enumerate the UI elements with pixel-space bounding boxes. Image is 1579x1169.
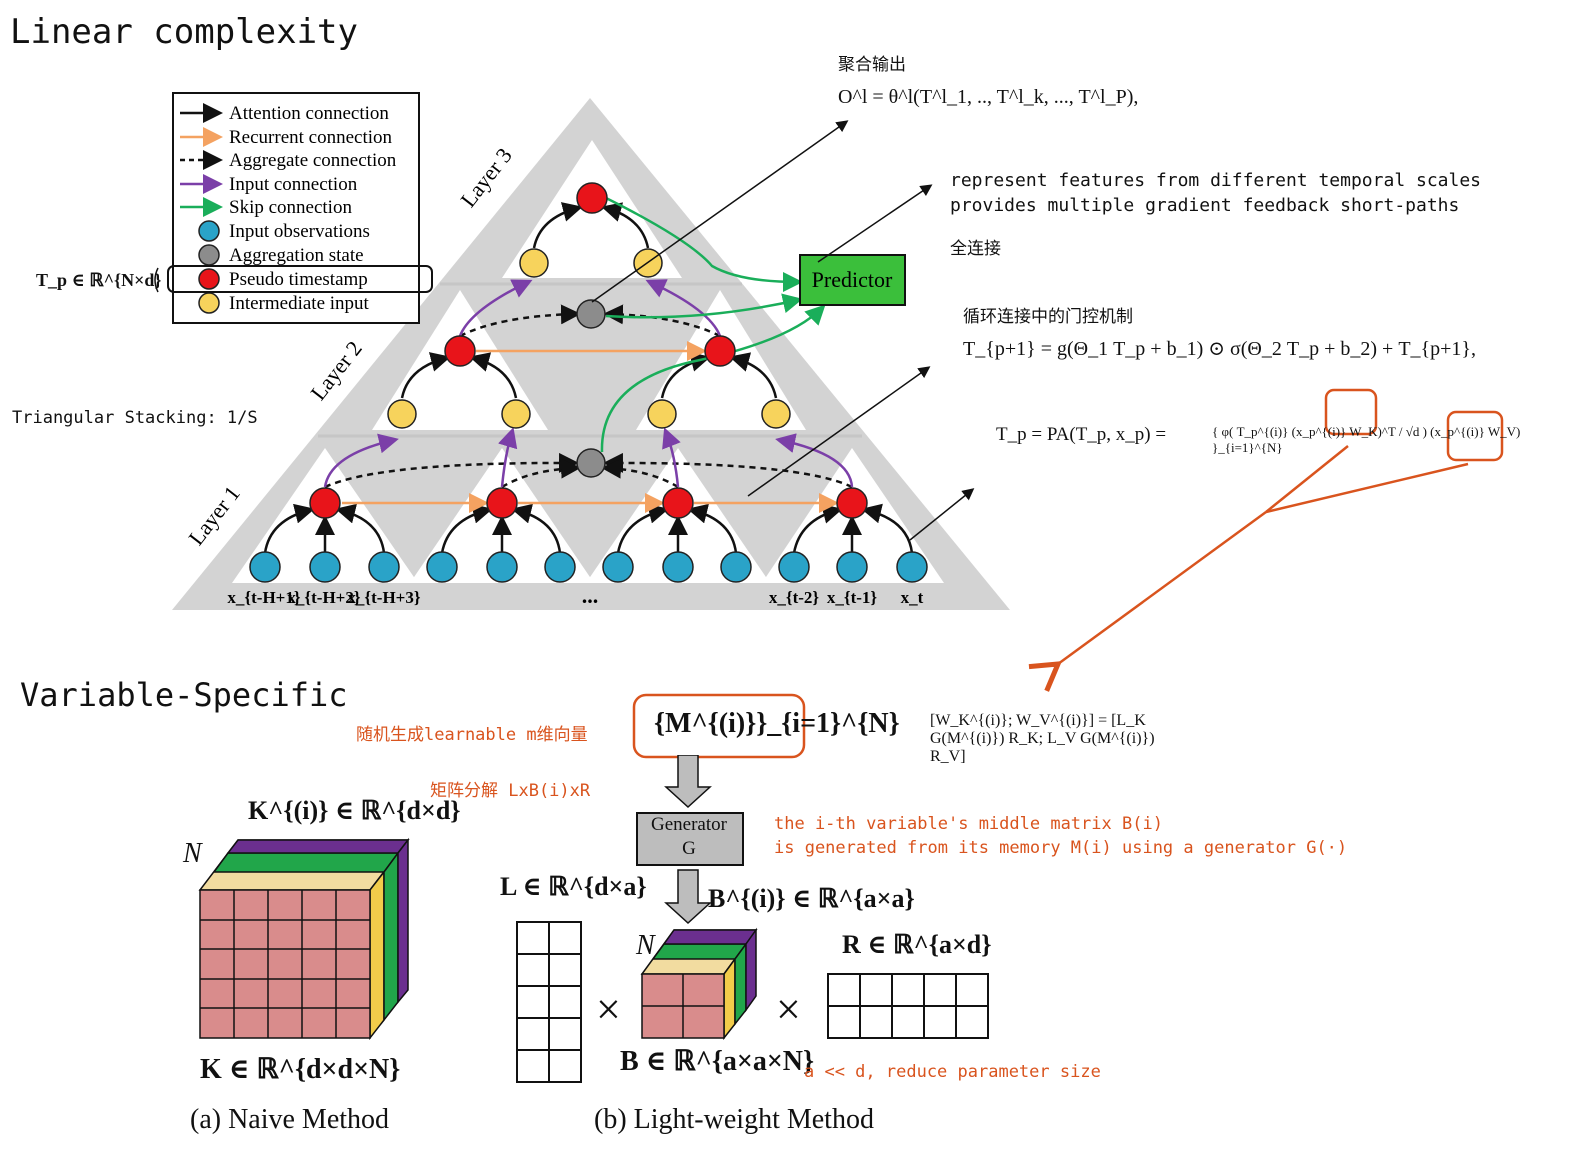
x-label: x_{t-1} bbox=[827, 588, 878, 607]
legend-label: Attention connection bbox=[229, 103, 389, 124]
attention-arrows-layer3 bbox=[532, 202, 650, 249]
naive-cube bbox=[198, 837, 410, 1041]
legend-label: Input connection bbox=[229, 174, 358, 195]
predictor-label: Predictor bbox=[812, 267, 893, 292]
pseudo-timestamp-highlight bbox=[167, 265, 433, 293]
note-gradient-paths: provides multiple gradient feedback shor… bbox=[950, 195, 1460, 216]
formula-gating: T_{p+1} = g(Θ_1 T_p + b_1) ⊙ σ(Θ_2 T_p +… bbox=[963, 338, 1477, 360]
m-highlight bbox=[632, 693, 806, 759]
b-label: B ∈ ℝ^{a×a×N} bbox=[620, 1046, 815, 1077]
input-observation-nodes bbox=[249, 551, 928, 583]
note-tp-space: T_p ∈ ℝ^{N×d} bbox=[36, 270, 162, 290]
b-i-label: B^{(i)} ∈ ℝ^{a×a} bbox=[708, 884, 915, 913]
note-random-gen: 随机生成learnable m维向量 bbox=[356, 725, 588, 745]
note-temporal-scales: represent features from different tempor… bbox=[950, 170, 1482, 191]
skip-arrows bbox=[600, 196, 826, 453]
naive-k-bottom-label: K ∈ ℝ^{d×d×N} bbox=[200, 1054, 401, 1085]
generator-flow-arrows bbox=[664, 755, 712, 925]
predictor-box bbox=[799, 254, 906, 306]
input-arrows bbox=[323, 279, 854, 488]
legend-label: Aggregate connection bbox=[229, 150, 397, 171]
legend-labels: Attention connection Recurrent connectio… bbox=[229, 103, 397, 314]
aggregate-arrows bbox=[324, 304, 853, 489]
legend-label: Pseudo timestamp bbox=[229, 269, 368, 290]
generator-g-label: G bbox=[682, 838, 696, 859]
legend-label: Input observations bbox=[229, 221, 370, 242]
b-cube bbox=[640, 927, 758, 1041]
note-triangular-stacking: Triangular Stacking: 1/S bbox=[12, 408, 258, 428]
l-matrix bbox=[516, 921, 582, 1083]
intermediate-input-nodes bbox=[387, 248, 791, 429]
x-label: x_{t-H+2} bbox=[287, 588, 360, 607]
recurrent-arrows bbox=[342, 341, 839, 513]
note-aggregate-output: 聚合输出 bbox=[838, 55, 906, 75]
legend-label: Aggregation state bbox=[229, 245, 364, 266]
naive-caption: (a) Naive Method bbox=[190, 1104, 390, 1135]
naive-k-top-label: K^{(i)} ∈ ℝ^{d×d} bbox=[248, 796, 461, 825]
note-ith-variable: the i-th variable's middle matrix B(i) bbox=[774, 814, 1163, 834]
x-label: x_t bbox=[901, 588, 924, 607]
formula-aggregate: O^l = θ^l(T^l_1, .., T^l_k, ..., T^l_P), bbox=[838, 86, 1139, 108]
naive-n-label: N bbox=[183, 838, 202, 869]
generator-label: Generator bbox=[651, 814, 727, 835]
times-2: × bbox=[776, 985, 801, 1034]
l-label: L ∈ ℝ^{d×a} bbox=[500, 872, 647, 901]
light-caption: (b) Light-weight Method bbox=[594, 1104, 874, 1135]
legend-label: Intermediate input bbox=[229, 293, 370, 314]
ellipsis: ... bbox=[582, 583, 599, 608]
orange-pointer bbox=[1028, 445, 1469, 692]
pyramid-background bbox=[172, 98, 1010, 610]
times-1: × bbox=[596, 985, 621, 1034]
aggregation-state-nodes bbox=[576, 299, 606, 478]
heading-variable-specific: Variable-Specific bbox=[20, 676, 348, 714]
m-formula: {M^{(i)}}_{i=1}^{N} bbox=[654, 708, 900, 739]
legend-label: Skip connection bbox=[229, 197, 352, 218]
note-reduce-params: a << d, reduce parameter size bbox=[804, 1062, 1101, 1082]
note-gating: 循环连接中的门控机制 bbox=[963, 307, 1133, 327]
pseudo-timestamp-nodes bbox=[309, 182, 868, 519]
light-n-label: N bbox=[636, 930, 655, 961]
r-matrix bbox=[827, 973, 989, 1039]
note-fully-connected: 全连接 bbox=[950, 239, 1001, 259]
formula-pa-rhs: { φ( T_p^{(i)} (x_p^{(i)} W_K)^T / √d ) … bbox=[1212, 424, 1521, 455]
formula-pa-lhs: T_p = PA(T_p, x_p) = bbox=[996, 424, 1167, 445]
x-label: x_{t-2} bbox=[769, 588, 820, 607]
generator-box bbox=[636, 812, 744, 866]
x-labels: x_{t-H+1} x_{t-H+2} x_{t-H+3} x_{t-2} x_… bbox=[227, 588, 923, 607]
x-label: x_{t-H+3} bbox=[347, 588, 420, 607]
wk-highlight bbox=[1324, 388, 1378, 436]
note-generated-from-memory: is generated from its memory M(i) using … bbox=[774, 838, 1348, 858]
heading-linear-complexity: Linear complexity bbox=[10, 12, 358, 52]
r-label: R ∈ ℝ^{a×d} bbox=[842, 930, 992, 959]
legend-label: Recurrent connection bbox=[229, 127, 393, 148]
annotation-arrows bbox=[591, 120, 975, 541]
note-decomposition: 矩阵分解 LxB(i)xR bbox=[430, 781, 591, 801]
wv-highlight bbox=[1446, 410, 1504, 462]
x-label: x_{t-H+1} bbox=[227, 588, 300, 607]
legend-arrows bbox=[180, 103, 223, 217]
formula-wk-wv: [W_K^{(i)}; W_V^{(i)}] = [L_K G(M^{(i)})… bbox=[930, 712, 1155, 765]
